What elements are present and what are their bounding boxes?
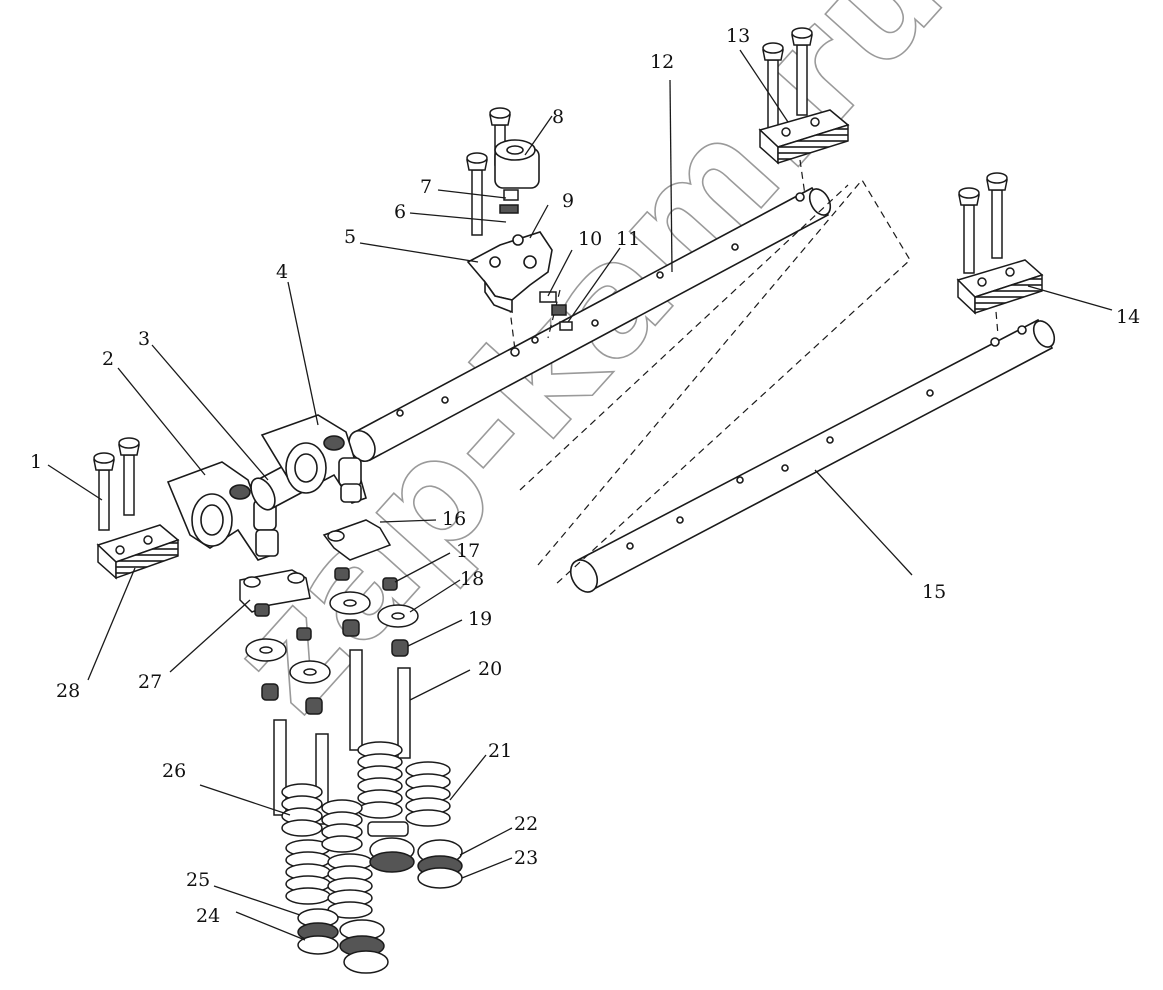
plug-8 xyxy=(494,139,540,189)
valve-bridge-27 xyxy=(239,569,311,613)
callout-23: 23 xyxy=(514,847,538,869)
callout-12: 12 xyxy=(650,51,674,73)
watermark-text: zap-kam.ru xyxy=(197,0,977,744)
rocker-shaft-upper xyxy=(348,186,832,463)
callout-13: 13 xyxy=(726,25,750,47)
bracket-5 xyxy=(466,231,553,314)
small-parts-6-7 xyxy=(499,189,519,214)
callout-1: 1 xyxy=(30,451,42,473)
callout-10: 10 xyxy=(578,228,602,250)
support-block-28 xyxy=(96,524,180,580)
support-block-14 xyxy=(956,259,1044,315)
callout-6: 6 xyxy=(394,201,406,223)
callout-17: 17 xyxy=(456,540,480,562)
callout-27: 27 xyxy=(138,671,162,693)
spacer-3 xyxy=(250,462,306,511)
callout-9: 9 xyxy=(562,190,574,212)
callout-22: 22 xyxy=(514,813,538,835)
callout-5: 5 xyxy=(344,226,356,248)
rocker-shaft-lower xyxy=(569,318,1056,593)
callout-labels: 1 2 3 4 5 6 7 8 9 10 11 12 13 14 15 16 1… xyxy=(30,25,1140,927)
callout-11: 11 xyxy=(616,228,640,250)
callout-8: 8 xyxy=(552,106,564,128)
callout-16: 16 xyxy=(442,508,466,530)
callout-18: 18 xyxy=(460,568,484,590)
callout-20: 20 xyxy=(478,658,502,680)
callout-24: 24 xyxy=(196,905,220,927)
callout-7: 7 xyxy=(420,176,432,198)
rocker-arm-4 xyxy=(260,414,367,504)
callout-14: 14 xyxy=(1116,306,1140,328)
callout-4: 4 xyxy=(276,261,288,283)
callout-28: 28 xyxy=(56,680,80,702)
callout-21: 21 xyxy=(488,740,512,762)
support-block-13 xyxy=(758,109,850,165)
valve-caps-retainers xyxy=(245,567,419,715)
small-parts-10-11 xyxy=(539,291,573,331)
valve-assemblies xyxy=(273,649,463,974)
leader-lines xyxy=(47,49,1113,941)
callout-3: 3 xyxy=(138,328,150,350)
callout-19: 19 xyxy=(468,608,492,630)
callout-2: 2 xyxy=(102,348,114,370)
rocker-arm-2 xyxy=(166,461,279,561)
callout-15: 15 xyxy=(922,581,946,603)
callout-26: 26 xyxy=(162,760,186,782)
valve-bridge-16 xyxy=(322,519,392,561)
callout-25: 25 xyxy=(186,869,210,891)
